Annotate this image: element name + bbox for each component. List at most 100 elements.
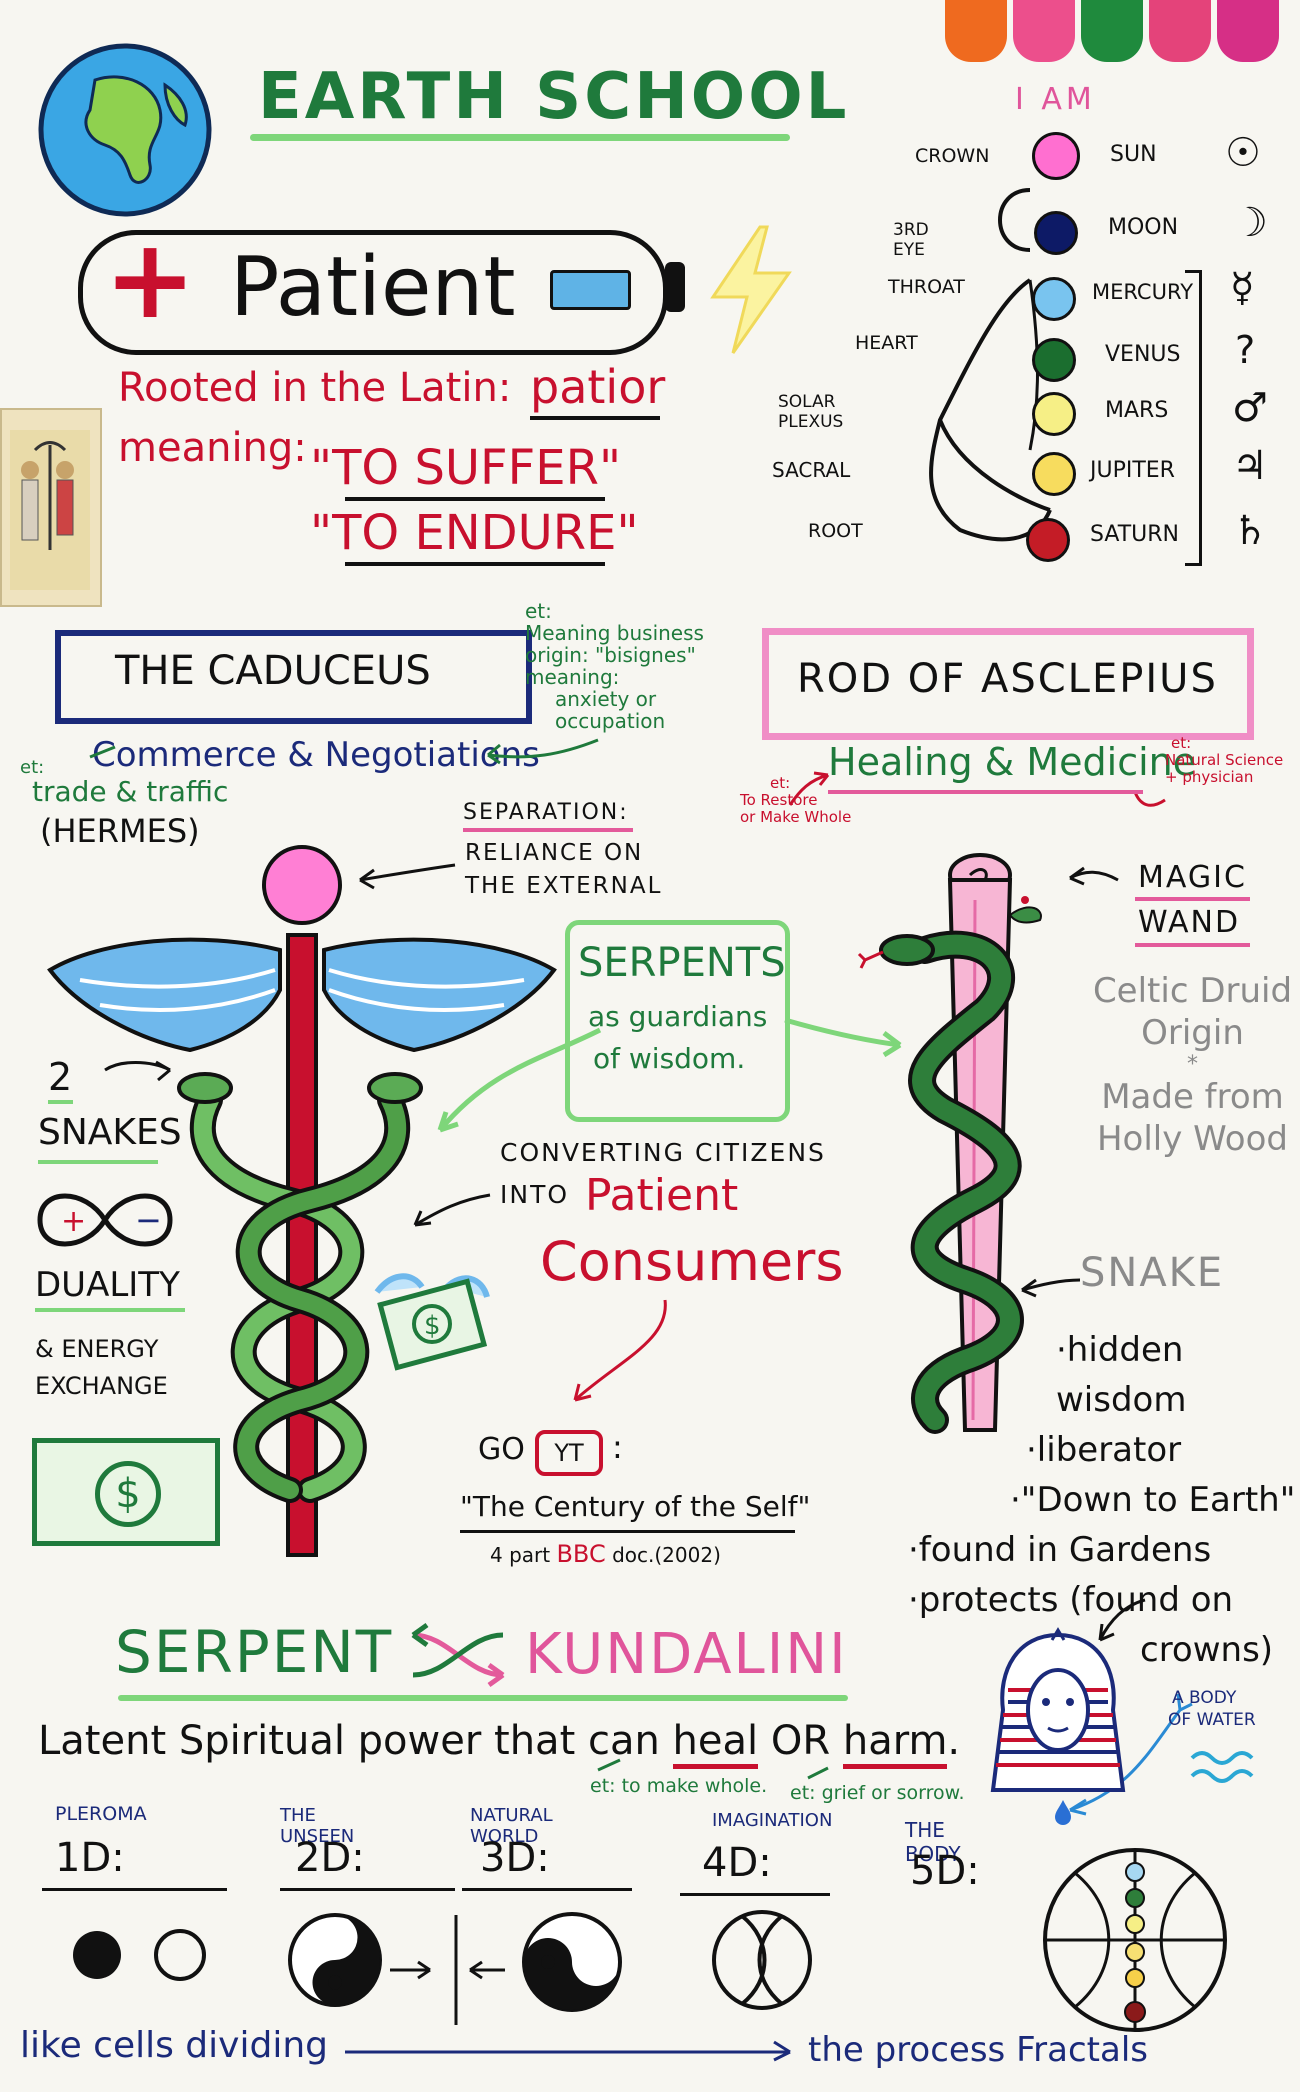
duality-label: DUALITY	[35, 1265, 180, 1305]
svg-text:$: $	[424, 1311, 441, 1341]
celtic-line: Holly Wood	[1096, 1119, 1288, 1159]
chakra-name: 3RD EYE	[893, 220, 929, 260]
chakra-dot	[1032, 338, 1076, 382]
magic-underline1	[1135, 897, 1250, 901]
marker-green	[1081, 0, 1143, 62]
minus-sign	[550, 270, 631, 310]
caduceus-drawing	[47, 845, 557, 1557]
doc-sub-a: 4 part	[490, 1543, 551, 1567]
body-energy-circle-icon	[1043, 1848, 1227, 2032]
asclepius-title: ROD OF ASCLEPIUS	[797, 656, 1218, 702]
patient-word: Patient	[230, 240, 516, 335]
serpents-line1: as guardians	[588, 1000, 768, 1033]
heal-word: heal	[672, 1718, 759, 1769]
asclepius-title-box	[762, 628, 1254, 740]
healing-text: Healing & Medicine	[828, 740, 1197, 784]
planet-name: MERCURY	[1092, 280, 1194, 304]
filled-dot-icon	[73, 1931, 121, 1979]
serpent-word: SERPENT	[115, 1618, 394, 1686]
chakra-dot	[1032, 132, 1080, 180]
infinity-polarity-icon: + −	[37, 1193, 173, 1247]
dimension-rule	[462, 1888, 632, 1891]
dimension-d: 5D:	[910, 1848, 980, 1894]
chakra-dot	[1034, 211, 1078, 255]
et-line: Meaning business	[525, 621, 704, 645]
planet-name: JUPITER	[1090, 458, 1175, 483]
or-word: OR	[758, 1718, 843, 1764]
globe-icon	[38, 43, 212, 217]
planet-name: SUN	[1110, 142, 1157, 167]
energy-line2: EXCHANGE	[35, 1372, 168, 1400]
dimension-label: NATURAL WORLD	[470, 1805, 553, 1847]
chakra-name: CROWN	[915, 145, 990, 167]
snake-label: SNAKE	[1080, 1250, 1225, 1296]
chakra-bracket	[1185, 270, 1202, 566]
latin-line1: Rooted in the Latin:	[118, 365, 512, 411]
plus-sign: +	[104, 215, 197, 343]
dimension-d: 4D:	[702, 1840, 772, 1886]
latin-meaning-suffer: "TO SUFFER"	[310, 440, 622, 496]
swap-arrows-icon	[411, 1622, 505, 1688]
et-line: or Make Whole	[740, 808, 852, 826]
planet-symbol: ♃	[1232, 443, 1268, 489]
yt-colon: :	[612, 1428, 623, 1466]
marker-magenta	[1217, 0, 1279, 62]
separation-text: SEPARATION:	[463, 800, 629, 825]
chakra-name: SOLAR PLEXUS	[778, 392, 844, 432]
converting-line1: CONVERTING CITIZENS	[500, 1138, 826, 1167]
dimension-d: 2D:	[295, 1835, 365, 1881]
tarot-card-image	[0, 408, 102, 607]
asclepius-bullets: ·hidden wisdom ·liberator ·"Down to Eart…	[908, 1325, 1300, 1675]
pharaoh-mask-icon	[990, 1627, 1126, 1792]
latin-line2: meaning:	[118, 425, 307, 471]
bullet-item: ·found in Gardens	[908, 1530, 1212, 1570]
celtic-line: Origin	[1141, 1013, 1244, 1053]
dimension-rule	[280, 1888, 455, 1891]
latent-line: Latent Spiritual power that can heal OR …	[38, 1718, 960, 1769]
dimension-label: THE UNSEEN	[280, 1805, 355, 1847]
trade-text: trade & traffic	[32, 775, 229, 808]
kundalini-underline	[118, 1695, 848, 1701]
marker-rose	[1149, 0, 1211, 62]
patient-consumer-word: Patient	[585, 1170, 739, 1221]
hermes-text: (HERMES)	[40, 812, 200, 850]
marker-pink	[1013, 0, 1075, 62]
caduceus-staff	[286, 933, 318, 1557]
planet-symbol: ♂	[1232, 385, 1268, 431]
magic-underline2	[1135, 943, 1250, 947]
asclepius-drawing	[857, 853, 1042, 1434]
bullet-item: ·protects (found on	[908, 1580, 1234, 1620]
yt-badge: YT	[535, 1430, 603, 1476]
yin-yang-icon	[288, 1913, 382, 2007]
et-line: To Restore	[740, 791, 818, 809]
et-harm-note: et: grief or sorrow.	[790, 1782, 965, 1804]
two-label: 2	[48, 1055, 73, 1099]
dimension-label: IMAGINATION	[712, 1810, 833, 1831]
planet-symbol: ☉	[1225, 130, 1261, 176]
doc-title: "The Century of the Self"	[460, 1490, 811, 1523]
kundalini-word: KUNDALINI	[525, 1622, 848, 1687]
celtic-line: *	[1187, 1052, 1198, 1077]
page-title: EARTH SCHOOL	[258, 60, 850, 134]
bottom-left-text: like cells dividing	[20, 2025, 328, 2066]
planet-symbol: ☽	[1232, 200, 1268, 246]
dollar-bill-icon: $	[32, 1438, 220, 1546]
doc-underline	[460, 1530, 795, 1533]
planet-name: MOON	[1108, 215, 1179, 240]
body-water-line2: OF WATER	[1168, 1710, 1256, 1730]
caduceus-title-box	[55, 630, 532, 724]
et-line: anxiety or	[555, 687, 657, 711]
chakra-name: HEART	[855, 332, 918, 354]
planet-symbol: ☿	[1230, 265, 1255, 311]
marker-caps	[945, 0, 1300, 62]
planet-symbol: ♄	[1232, 508, 1268, 554]
healing-underline	[828, 790, 1143, 794]
snakes-underline	[38, 1160, 158, 1164]
duality-underline	[35, 1308, 185, 1312]
planet-name: MARS	[1105, 398, 1169, 423]
dimension-rule	[42, 1888, 227, 1891]
planet-name: VENUS	[1105, 342, 1181, 367]
snakes-label: SNAKES	[38, 1112, 182, 1153]
title-underline	[250, 134, 790, 141]
chakra-dot	[1032, 277, 1076, 321]
